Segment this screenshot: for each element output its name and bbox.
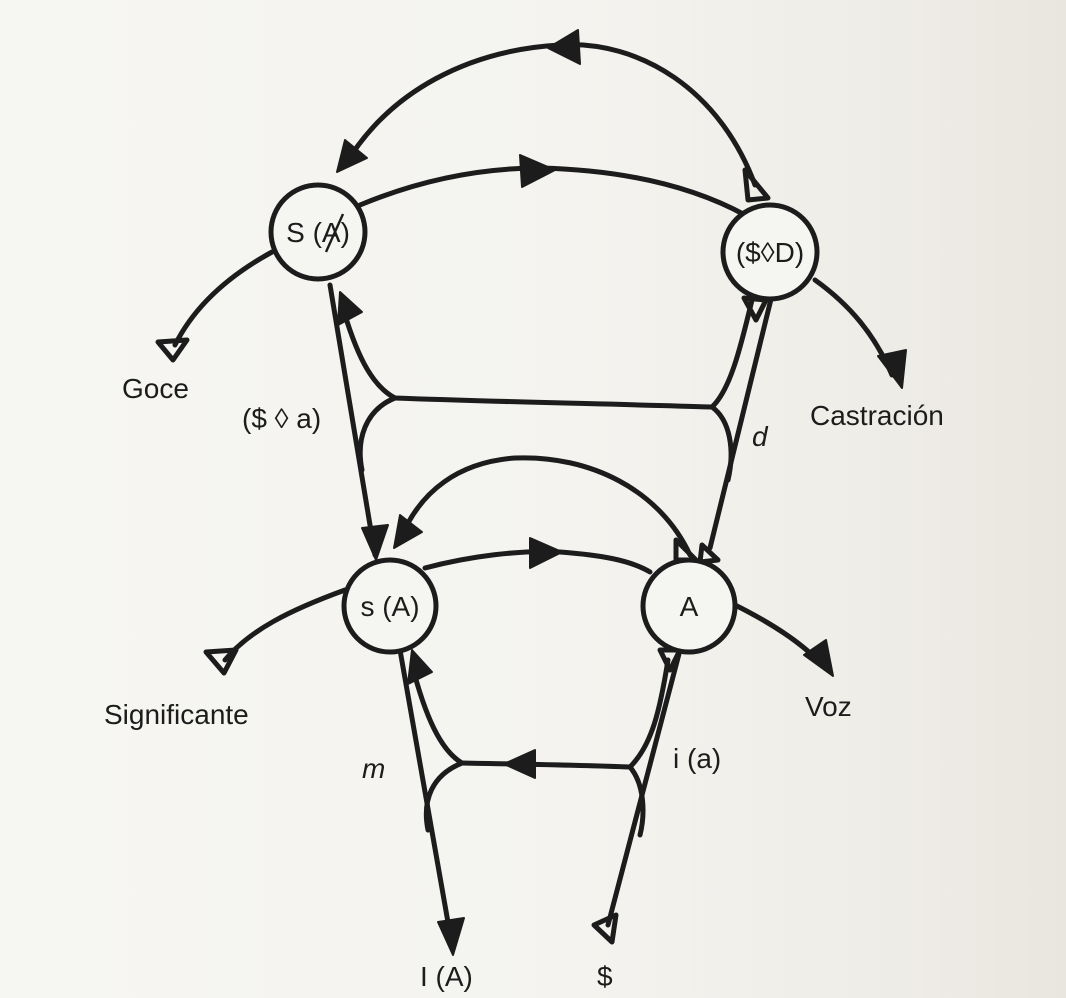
right-upper-vertical-branch [709,297,755,410]
upper-return-arc-arrow-end [336,139,368,173]
node-s-of-a-label: s (A) [360,591,419,622]
label-fantasy: ($ ◊ a) [242,403,321,434]
upper-return-arc-arrow-mid [547,29,581,65]
upper-signifier-vector-arrow [519,154,556,188]
label-m: m [362,753,385,784]
lower-bridge-arrow [503,749,536,779]
node-s-barred-a: S (A) [268,182,368,282]
label-significante: Significante [104,699,249,730]
lower-signifier-vector-arrow [529,537,563,569]
voz-arrow [803,639,834,677]
upper-return-arc-tail [742,167,771,203]
upper-signifier-vector [357,165,748,218]
label-barred-subject: $ [597,961,613,992]
lower-return-arc-arrow [393,514,423,549]
upper-bridge [392,395,715,410]
m-branch-arrow [407,649,433,685]
right-upper-vertical [707,292,775,551]
label-voz: Voz [805,691,852,722]
significante-line [222,587,348,663]
i-a-branch-lower [627,764,646,838]
upper-return-arc [342,42,758,188]
node-barred-s-d: ($◊D) [720,202,820,302]
left-upper-vertical-arrow [361,524,389,561]
node-barred-s-d-label: ($◊D) [736,237,804,268]
i-a-branch [627,657,671,770]
node-a: A [640,557,738,655]
label-ideal: I (A) [420,961,473,992]
right-lower-vertical [605,647,683,928]
label-i-of-a: i (a) [673,743,721,774]
node-s-of-a: s (A) [341,557,439,655]
node-a-label: A [680,591,699,622]
goce-tail [155,337,190,363]
lower-bridge [459,760,633,770]
goce-line [172,249,275,348]
m-branch-lower [423,760,465,833]
fantasy-lower-branch [357,395,398,473]
barred-subject-tail [591,912,619,945]
lower-return-arc-tail-right [697,542,721,565]
left-upper-vertical [327,282,378,558]
label-castracion: Castración [810,400,944,431]
significante-tail [203,647,239,676]
ideal-arrow [437,917,465,956]
fantasy-left-arrow [337,291,363,326]
lower-return-arc [397,455,693,558]
right-upper-bridge-join [709,404,734,483]
label-goce: Goce [122,373,189,404]
label-d: d [752,421,769,452]
castracion-arrow [877,349,907,389]
